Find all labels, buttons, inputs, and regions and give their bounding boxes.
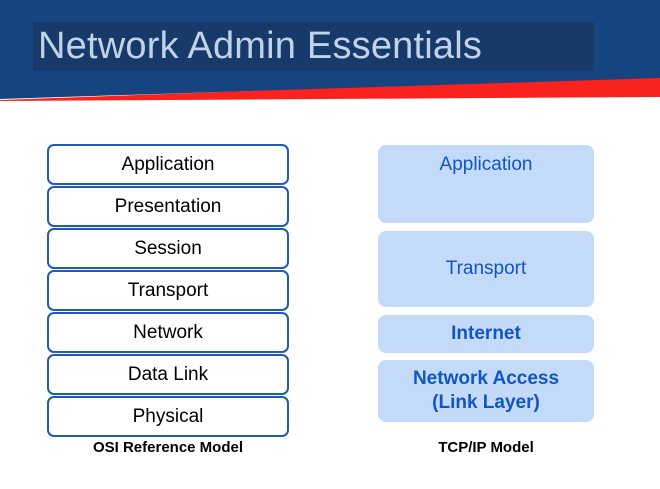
title-highlight-box [33, 22, 594, 71]
diagram-area: Application Presentation Session Transpo… [0, 102, 660, 489]
page-title: Network Admin Essentials [38, 25, 483, 67]
osi-layer-network: Network [47, 312, 289, 353]
tcpip-layer-network-access: Network Access (Link Layer) [378, 360, 594, 422]
osi-layer-application: Application [47, 144, 289, 185]
tcpip-model-stack: Application Transport Internet Network A… [378, 145, 594, 422]
tcpip-layer-application-label: Application [439, 154, 533, 175]
tcpip-layer-internet: Internet [378, 315, 594, 353]
tcpip-layer-network-access-label-line2: (Link Layer) [432, 392, 540, 413]
osi-layer-transport: Transport [47, 270, 289, 311]
osi-layer-physical: Physical [47, 396, 289, 437]
tcpip-layer-transport: Transport [378, 231, 594, 307]
osi-layer-presentation: Presentation [47, 186, 289, 227]
tcpip-layer-internet-label: Internet [451, 323, 521, 344]
tcpip-model-caption: TCP/IP Model [438, 439, 534, 456]
osi-model-caption: OSI Reference Model [92, 439, 244, 456]
osi-layer-session: Session [47, 228, 289, 269]
tcpip-layer-application: Application [378, 145, 594, 223]
osi-layer-data-link: Data Link [47, 354, 289, 395]
osi-model-stack: Application Presentation Session Transpo… [47, 144, 289, 438]
tcpip-layer-network-access-label-line1: Network Access [412, 368, 560, 389]
slide-header-banner: Network Admin Essentials [0, 0, 660, 102]
tcpip-layer-transport-label: Transport [445, 258, 527, 279]
